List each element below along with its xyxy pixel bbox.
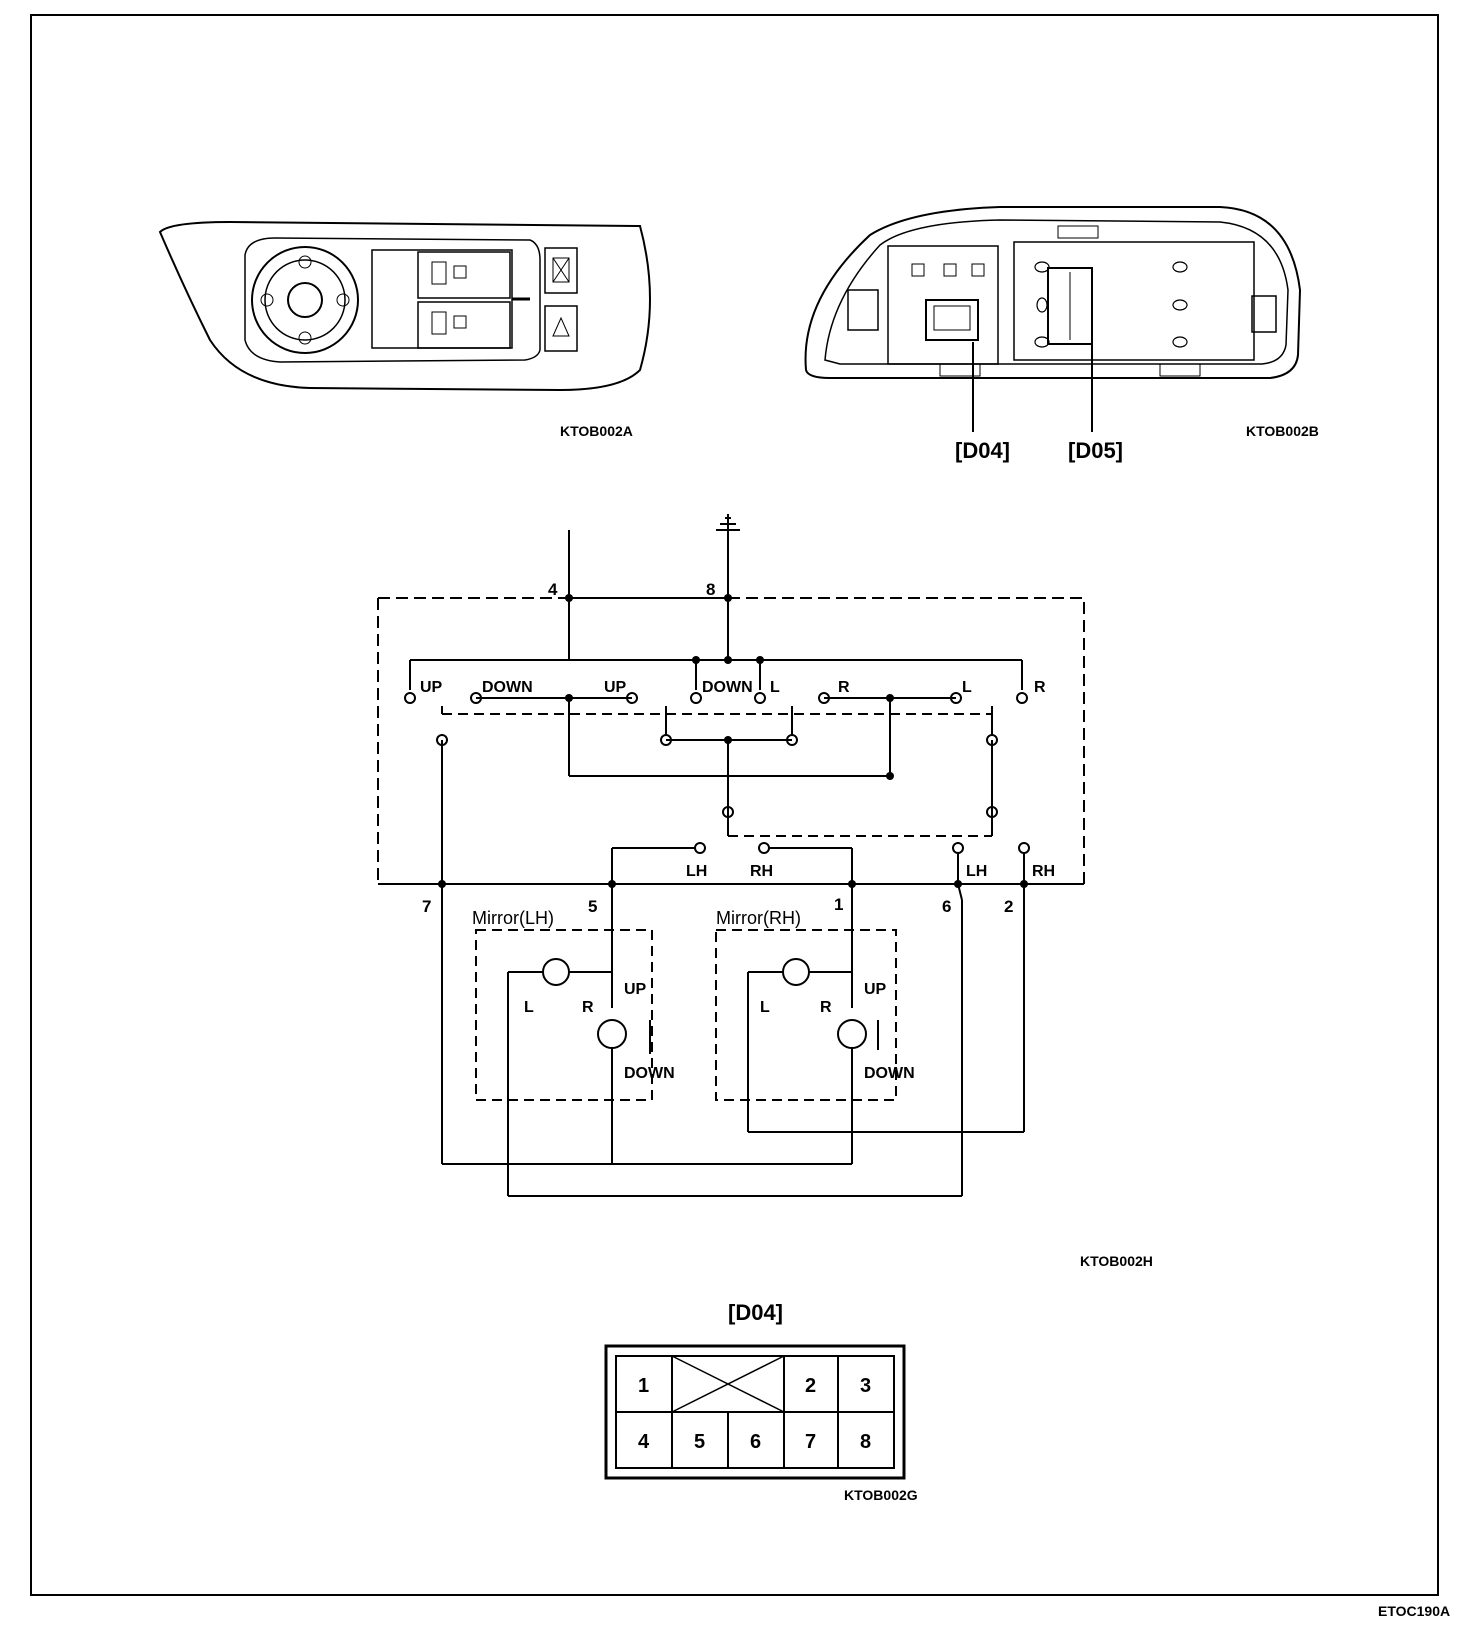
d04-cell-4: 4 — [638, 1431, 650, 1453]
d04-cell-3: 3 — [860, 1375, 871, 1397]
d04-cell-8: 8 — [860, 1431, 871, 1453]
pin-7: 7 — [422, 897, 431, 916]
switch-label-l-1: L — [770, 679, 780, 696]
connector-label-d05: [D05] — [1068, 438, 1123, 463]
footer-code: ETOC190A — [1378, 1603, 1450, 1619]
mirror-lh-label-r: R — [582, 999, 594, 1016]
schematic-code: KTOB002H — [1080, 1253, 1153, 1269]
lh-motor-icon — [597, 1019, 627, 1049]
switch-top-image-code: KTOB002A — [560, 423, 633, 439]
schematic — [377, 514, 1085, 1197]
pin-6: 6 — [942, 897, 951, 916]
pin-1: 1 — [834, 895, 843, 914]
d04-cell-6: 6 — [750, 1431, 761, 1453]
selector-label-lh-2: LH — [966, 863, 987, 880]
pin-2: 2 — [1004, 897, 1013, 916]
mirror-lh-label-down: DOWN — [624, 1065, 675, 1082]
selector-label-rh-2: RH — [1032, 863, 1055, 880]
d04-title: [D04] — [728, 1300, 783, 1325]
d04-connector-face — [604, 1344, 906, 1480]
mirror-lh-title: Mirror(LH) — [472, 908, 554, 928]
switch-top-view — [158, 220, 651, 392]
switch-label-up-2: UP — [604, 679, 627, 696]
ground-icon — [716, 514, 740, 531]
switch-bottom-view — [804, 206, 1302, 432]
switch-label-r-2: R — [1034, 679, 1046, 696]
switch-label-up-1: UP — [420, 679, 443, 696]
rh-motor-icon — [837, 1019, 867, 1049]
connector-label-d04: [D04] — [955, 438, 1010, 463]
mirror-rh-title: Mirror(RH) — [716, 908, 801, 928]
d04-cell-5: 5 — [694, 1431, 705, 1453]
pin-5: 5 — [588, 897, 597, 916]
rh-sensor-icon — [782, 958, 810, 986]
mirror-rh-label-down: DOWN — [864, 1065, 915, 1082]
mirror-rh-label-r: R — [820, 999, 832, 1016]
d04-code: KTOB002G — [844, 1487, 918, 1503]
lh-sensor-icon — [542, 958, 570, 986]
d04-cell-1: 1 — [638, 1375, 649, 1397]
switch-label-l-2: L — [962, 679, 972, 696]
d04-cell-2: 2 — [805, 1375, 816, 1397]
switch-label-down-2: DOWN — [702, 679, 753, 696]
switch-bottom-image-code: KTOB002B — [1246, 423, 1319, 439]
mirror-lh-label-l: L — [524, 999, 534, 1016]
switch-label-down-1: DOWN — [482, 679, 533, 696]
d04-cell-7: 7 — [805, 1431, 816, 1453]
switch-label-r-1: R — [838, 679, 850, 696]
mirror-lh-label-up: UP — [624, 981, 647, 998]
mirror-rh-label-l: L — [760, 999, 770, 1016]
pin-4: 4 — [548, 580, 558, 599]
page-frame — [30, 14, 1439, 1596]
mirror-rh-label-up: UP — [864, 981, 887, 998]
selector-label-rh-1: RH — [750, 863, 773, 880]
selector-label-lh-1: LH — [686, 863, 707, 880]
pin-8: 8 — [706, 580, 715, 599]
